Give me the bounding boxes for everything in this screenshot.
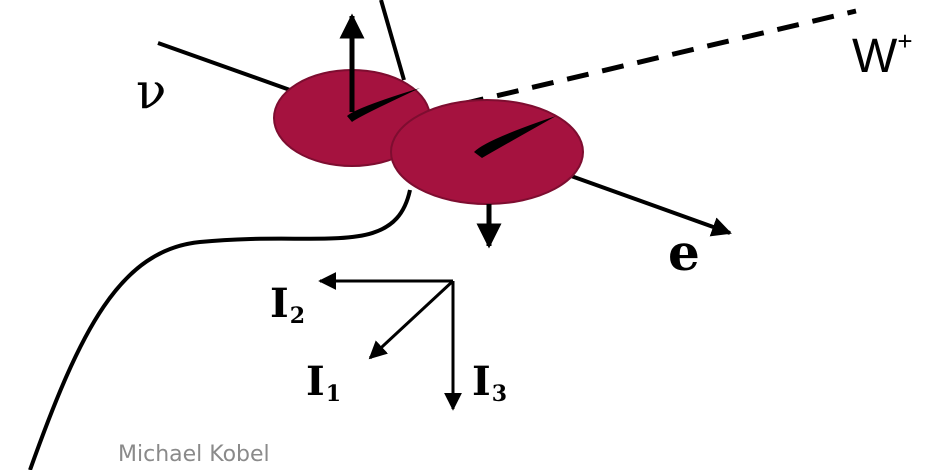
left-disk-needle: [347, 88, 420, 122]
i1-axis-arrow: [368, 279, 455, 360]
w-boson-dashed-line: [461, 8, 857, 107]
isospin-3-subscript: 3: [491, 381, 508, 407]
isospin-1-label: I1: [306, 362, 342, 407]
electron-line: [559, 170, 732, 237]
neutrino-label: ν: [136, 62, 167, 120]
author-credit: Michael Kobel: [118, 442, 270, 467]
isospin-2-letter: I: [270, 280, 289, 327]
isospin-3-label: I3: [472, 362, 508, 407]
isospin-2-label: I2: [270, 284, 306, 329]
neutrino-line: [157, 41, 291, 92]
curved-line: [28, 189, 412, 470]
upper-line: [379, 0, 406, 81]
isospin-2-subscript: 2: [289, 303, 306, 329]
w-boson-label: W+: [852, 28, 913, 81]
right-disk-needle: [474, 116, 556, 158]
w-boson-charge: +: [897, 26, 913, 56]
w-boson-letter: W: [852, 30, 898, 83]
isospin-1-subscript: 1: [325, 381, 342, 407]
isospin-3-letter: I: [472, 358, 491, 405]
electron-label: e: [668, 223, 700, 282]
isospin-1-letter: I: [306, 358, 325, 405]
